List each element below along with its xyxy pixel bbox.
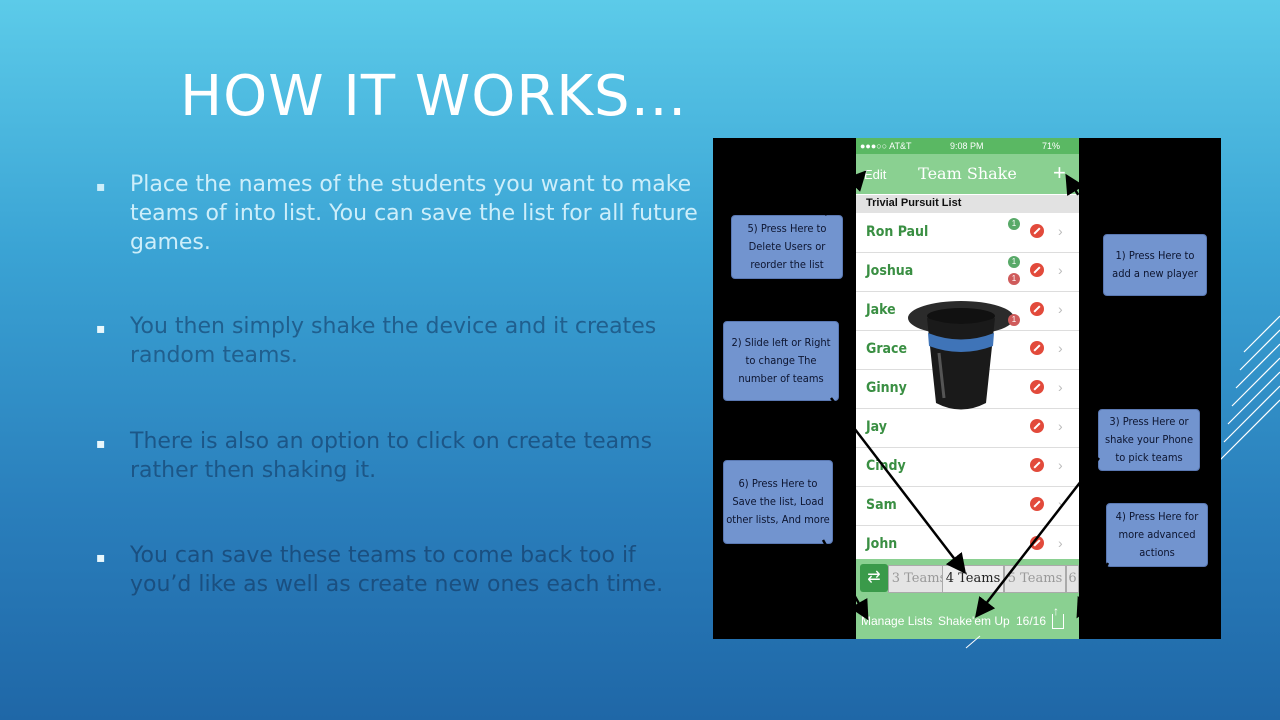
chevron-right-icon[interactable]: › [1058,418,1063,434]
app-title: Team Shake [918,164,1017,183]
chevron-right-icon[interactable]: › [1058,496,1063,512]
delete-icon[interactable] [1030,419,1044,433]
bullet-text: You can save these teams to come back to… [130,543,664,597]
top-hat-icon [908,301,1014,410]
chevron-right-icon[interactable]: › [1058,535,1063,551]
delete-icon[interactable] [1030,341,1044,355]
player-name: Jake [866,302,896,318]
manage-lists-button[interactable]: Manage Lists [861,614,933,628]
callout-add: 1) Press Here to add a new player [1103,234,1207,296]
chevron-right-icon[interactable]: › [1058,457,1063,473]
bullet-text: There is also an option to click on crea… [130,429,653,483]
share-icon[interactable] [1052,604,1064,629]
delete-icon[interactable] [1030,380,1044,394]
team-option-selected[interactable]: 4 Teams [942,565,1004,593]
callout-shake: 3) Press Here or shake your Phone to pic… [1098,409,1200,471]
shuffle-icon[interactable]: ⇄ [860,564,888,592]
clock: 9:08 PM [950,141,984,151]
battery: 71% [1042,141,1061,151]
decorative-mark [965,635,981,649]
player-name: Joshua [866,263,914,279]
chevron-right-icon[interactable]: › [1058,379,1063,395]
player-row[interactable]: Sam › [856,487,1079,526]
chevron-right-icon[interactable]: › [1058,262,1063,278]
phone-screen: ●●●○○ AT&T 9:08 PM 71% Edit Team Shake +… [856,138,1079,639]
carrier: ●●●○○ AT&T [860,141,912,151]
callout-edit: 5) Press Here to Delete Users or reorder… [731,215,843,279]
bottom-bar: Manage Lists Shake'em Up 16/16 [856,599,1079,639]
team-option[interactable]: 6 [1066,565,1079,593]
player-row[interactable]: Ron Paul 1 › [856,214,1079,253]
player-name: Ron Paul [866,224,929,240]
add-player-button[interactable]: + [1053,160,1066,185]
edit-button[interactable]: Edit [864,167,887,182]
team-selector-bar: ⇄ 3 Teams 4 Teams 5 Teams 6 [856,559,1079,599]
delete-icon[interactable] [1030,224,1044,238]
callout-teams: 2) Slide left or Right to change The num… [723,321,839,401]
player-name: Grace [866,341,908,357]
player-name: Cindy [866,458,906,474]
status-bar: ●●●○○ AT&T 9:08 PM 71% [856,138,1079,154]
bullet-marker-icon: ▪ [96,436,106,452]
player-row[interactable]: Joshua 1 1 › [856,253,1079,292]
list-title: Trivial Pursuit List [866,197,962,209]
team-badge: 1 [1008,314,1020,326]
player-name: Sam [866,497,897,513]
slide-title: HOW IT WORKS… [180,64,688,129]
player-row[interactable]: Jay › [856,409,1079,448]
team-option[interactable]: 5 Teams [1004,565,1066,593]
player-count: 16/16 [1016,614,1047,628]
callout-manage: 6) Press Here to Save the list, Load oth… [723,460,833,544]
player-name: John [866,536,898,552]
player-name: Jay [866,419,887,435]
delete-icon[interactable] [1030,536,1044,550]
decorative-lines [1219,315,1280,460]
team-option[interactable]: 3 Teams [888,565,950,593]
bullet-item: ▪ You then simply shake the device and it… [92,312,702,370]
player-name: Ginny [866,380,907,396]
list-header: Trivial Pursuit List [856,195,1079,213]
team-badge: 1 [1008,218,1020,230]
delete-icon[interactable] [1030,302,1044,316]
chevron-right-icon[interactable]: › [1058,223,1063,239]
player-row[interactable]: Cindy › [856,448,1079,487]
team-badge: 1 [1008,273,1020,285]
bullet-item: ▪ You can save these teams to come back t… [92,541,702,599]
app-screenshot: ●●●○○ AT&T 9:08 PM 71% Edit Team Shake +… [713,138,1221,639]
delete-icon[interactable] [1030,497,1044,511]
bullet-item: ▪ There is also an option to click on cre… [92,427,702,485]
bullet-text: Place the names of the students you want… [130,172,698,255]
bullet-marker-icon: ▪ [96,179,106,195]
bullet-text: You then simply shake the device and it … [130,314,657,368]
bullet-marker-icon: ▪ [96,321,106,337]
callout-share: 4) Press Here for more advanced actions [1106,503,1208,567]
delete-icon[interactable] [1030,458,1044,472]
bullet-item: ▪ Place the names of the students you wan… [92,170,702,257]
bullet-marker-icon: ▪ [96,550,106,566]
nav-bar: Edit Team Shake + [856,154,1079,194]
chevron-right-icon[interactable]: › [1058,301,1063,317]
shake-button[interactable]: Shake'em Up [938,614,1010,628]
chevron-right-icon[interactable]: › [1058,340,1063,356]
team-badge: 1 [1008,256,1020,268]
delete-icon[interactable] [1030,263,1044,277]
